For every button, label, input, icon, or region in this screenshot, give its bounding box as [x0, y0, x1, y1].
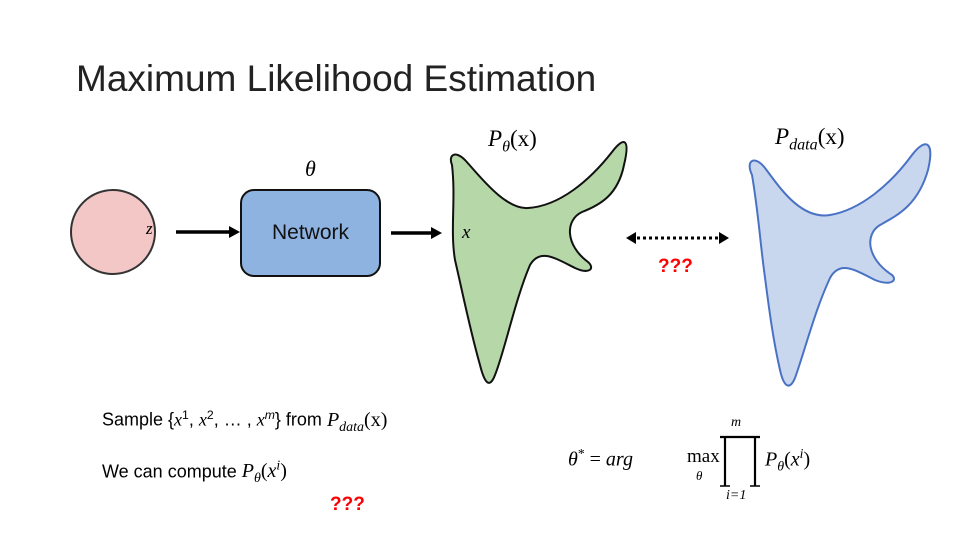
data-distribution-label: Pdata(x)	[775, 124, 845, 154]
network-label: Network	[271, 221, 350, 244]
latent-z-label: z	[146, 219, 153, 238]
arrowhead-2	[431, 227, 442, 239]
product-lower-limit: i=1	[726, 488, 747, 503]
arrowhead-1	[229, 226, 240, 238]
data-distribution-shape	[748, 143, 932, 387]
objective-formula-rhs: Pθ(xi)	[765, 446, 811, 475]
objective-formula-lhs: θ* = arg	[568, 446, 633, 471]
compute-statement: We can compute Pθ(xi)	[102, 458, 287, 487]
max-operator: max	[687, 446, 720, 467]
model-distribution-label: Pθ(x)	[488, 126, 537, 156]
network-box: Network	[240, 189, 381, 277]
question-marks-bottom: ???	[330, 494, 365, 515]
sample-x-label: x	[462, 222, 471, 243]
arrowhead-left	[626, 232, 636, 244]
latent-circle	[70, 189, 156, 275]
sample-statement: Sample {x1, x2, … , xm} from Pdata(x)	[102, 408, 388, 435]
arrowhead-right	[719, 232, 729, 244]
slide-title: Maximum Likelihood Estimation	[76, 58, 597, 99]
product-upper-limit: m	[731, 415, 742, 430]
max-subscript: θ	[696, 468, 703, 483]
question-marks-top: ???	[658, 256, 693, 277]
theta-label: θ	[305, 156, 316, 181]
model-distribution-shape	[449, 141, 628, 384]
